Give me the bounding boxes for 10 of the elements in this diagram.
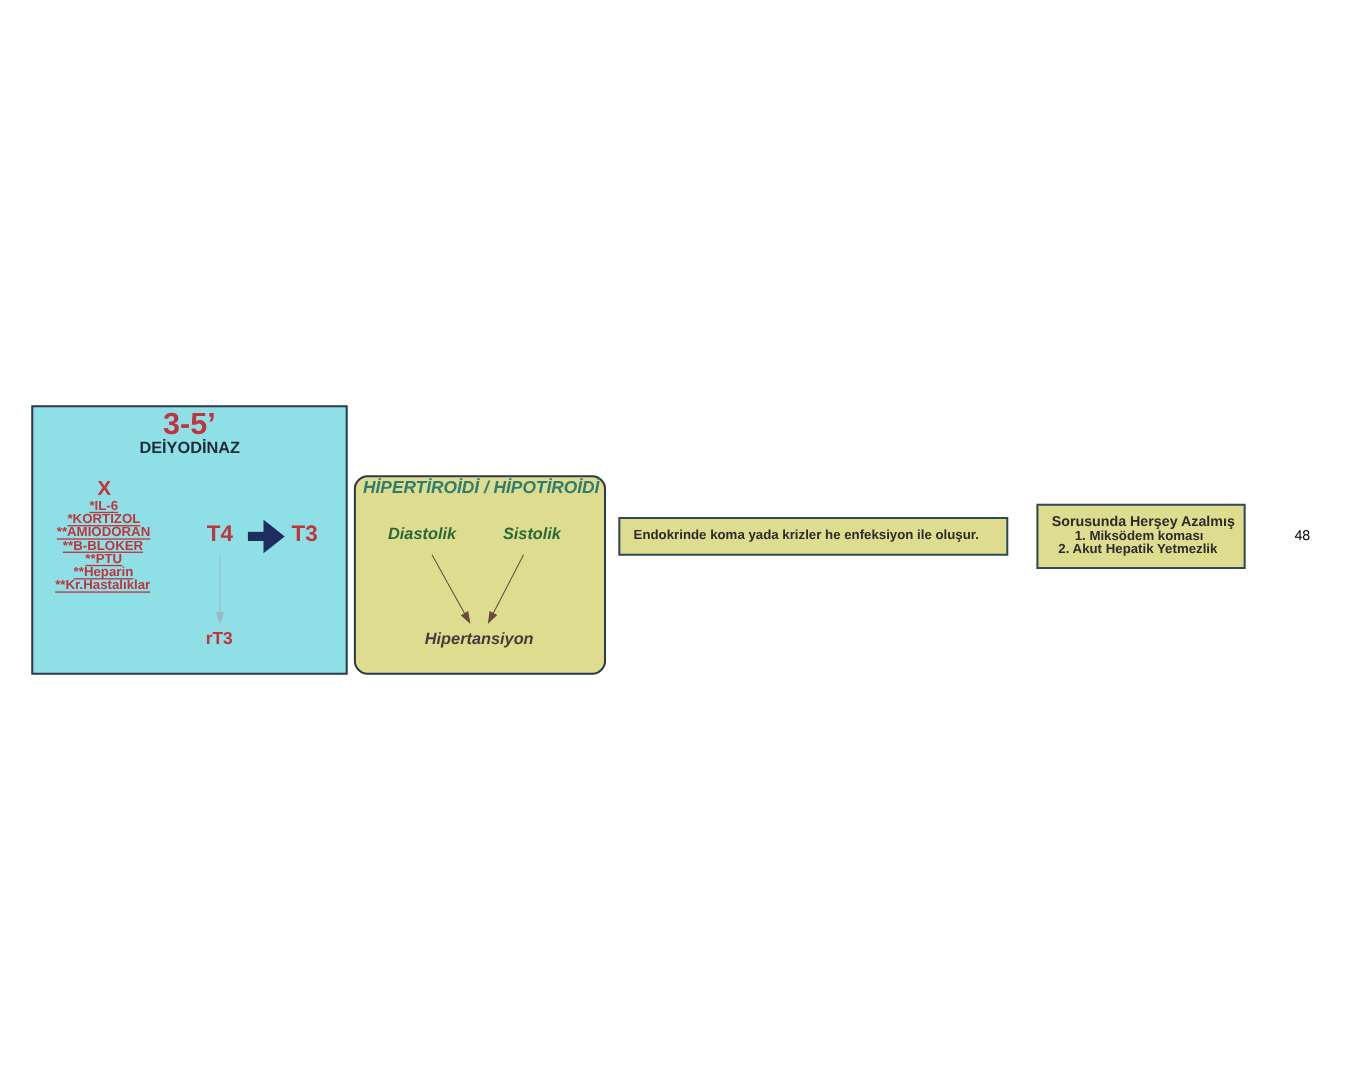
node-text: Sistolik bbox=[501, 525, 560, 544]
node-text: rT3 bbox=[204, 628, 232, 649]
node-text: Diastolik bbox=[387, 525, 456, 544]
node-text: T3 bbox=[290, 523, 317, 548]
arrow bbox=[486, 554, 524, 624]
node-text: T4 bbox=[205, 523, 233, 548]
arrow bbox=[214, 554, 224, 625]
node-text: Hipertansiyon bbox=[423, 629, 533, 648]
arrow bbox=[246, 519, 284, 554]
arrow bbox=[430, 554, 470, 624]
